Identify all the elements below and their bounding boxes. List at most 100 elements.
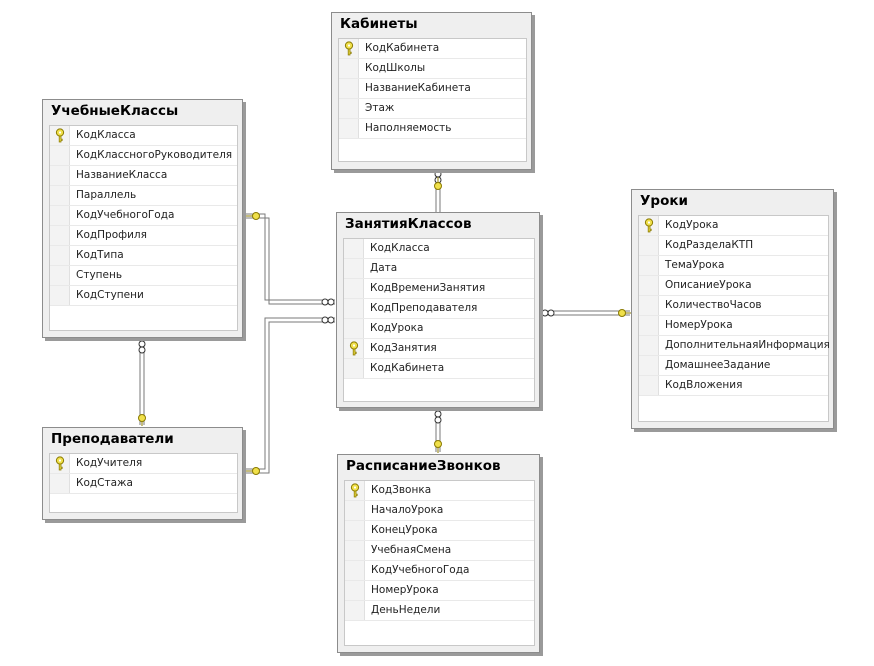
row-selector[interactable] xyxy=(345,561,365,580)
column-row[interactable]: КоличествоЧасов xyxy=(639,296,828,316)
row-selector[interactable] xyxy=(50,474,70,493)
row-selector[interactable] xyxy=(345,481,365,500)
row-selector[interactable] xyxy=(50,246,70,265)
column-row[interactable]: НомерУрока xyxy=(345,581,534,601)
column-name: КодКласса xyxy=(370,242,430,254)
row-selector[interactable] xyxy=(639,336,659,355)
rel-prepodavateli-zanyatiya xyxy=(242,317,335,474)
column-row[interactable]: КодПреподавателя xyxy=(344,299,534,319)
row-selector[interactable] xyxy=(345,501,365,520)
column-row[interactable]: КодКласса xyxy=(344,239,534,259)
row-selector[interactable] xyxy=(344,259,364,278)
column-row[interactable]: КодКлассногоРуководителя xyxy=(50,146,237,166)
column-row[interactable]: КодТипа xyxy=(50,246,237,266)
column-row[interactable]: КодЗвонка xyxy=(345,481,534,501)
key-endpoint-icon xyxy=(434,440,442,453)
column-row[interactable]: КодПрофиля xyxy=(50,226,237,246)
column-row[interactable]: КодСтажа xyxy=(50,474,237,494)
row-selector[interactable] xyxy=(50,146,70,165)
column-row[interactable]: НомерУрока xyxy=(639,316,828,336)
column-row[interactable]: КодУчебногоГода xyxy=(345,561,534,581)
row-selector[interactable] xyxy=(344,239,364,258)
row-selector[interactable] xyxy=(345,581,365,600)
row-selector[interactable] xyxy=(50,126,70,145)
column-row[interactable]: ТемаУрока xyxy=(639,256,828,276)
row-selector[interactable] xyxy=(639,236,659,255)
column-row[interactable]: КодШколы xyxy=(339,59,526,79)
row-selector[interactable] xyxy=(639,296,659,315)
key-endpoint-icon xyxy=(244,212,260,220)
column-row[interactable]: КодУрока xyxy=(344,319,534,339)
column-row[interactable]: ОписаниеУрока xyxy=(639,276,828,296)
column-name: КоличествоЧасов xyxy=(665,299,762,311)
column-name: НазваниеКласса xyxy=(76,169,168,181)
row-selector[interactable] xyxy=(345,541,365,560)
row-selector[interactable] xyxy=(344,319,364,338)
row-selector[interactable] xyxy=(639,256,659,275)
row-selector[interactable] xyxy=(639,376,659,395)
column-name: Параллель xyxy=(76,189,137,201)
row-selector[interactable] xyxy=(345,601,365,620)
row-selector[interactable] xyxy=(344,299,364,318)
column-row[interactable]: Наполняемость xyxy=(339,119,526,139)
column-row[interactable]: КодРазделаКТП xyxy=(639,236,828,256)
row-selector[interactable] xyxy=(339,59,359,78)
row-selector[interactable] xyxy=(50,206,70,225)
column-name: Наполняемость xyxy=(365,122,452,134)
row-selector[interactable] xyxy=(639,316,659,335)
column-name: КодКласса xyxy=(76,129,136,141)
column-row[interactable]: Параллель xyxy=(50,186,237,206)
column-row[interactable]: ДомашнееЗадание xyxy=(639,356,828,376)
row-selector[interactable] xyxy=(345,521,365,540)
primary-key-icon xyxy=(55,128,65,143)
row-selector[interactable] xyxy=(50,454,70,473)
column-row[interactable]: КодЗанятия xyxy=(344,339,534,359)
column-row[interactable]: КодУчителя xyxy=(50,454,237,474)
row-selector[interactable] xyxy=(50,166,70,185)
column-row[interactable]: УчебнаяСмена xyxy=(345,541,534,561)
row-selector[interactable] xyxy=(639,356,659,375)
column-name: УчебнаяСмена xyxy=(371,544,452,556)
column-row[interactable]: ДеньНедели xyxy=(345,601,534,621)
primary-key-icon xyxy=(644,218,654,233)
column-row[interactable]: КодУрока xyxy=(639,216,828,236)
column-row[interactable]: НачалоУрока xyxy=(345,501,534,521)
row-selector[interactable] xyxy=(339,119,359,138)
column-name: КодЗвонка xyxy=(371,484,432,496)
row-selector[interactable] xyxy=(50,226,70,245)
column-row[interactable]: Дата xyxy=(344,259,534,279)
row-selector[interactable] xyxy=(50,266,70,285)
rel-zanyatiya-uroki xyxy=(540,310,630,316)
primary-key-icon xyxy=(344,41,354,56)
row-selector[interactable] xyxy=(339,79,359,98)
column-row[interactable]: ДополнительнаяИнформация xyxy=(639,336,830,356)
column-row[interactable]: КодКабинета xyxy=(339,39,526,59)
row-selector[interactable] xyxy=(639,216,659,235)
row-selector[interactable] xyxy=(344,339,364,358)
row-selector[interactable] xyxy=(50,286,70,305)
column-row[interactable]: КодКласса xyxy=(50,126,237,146)
column-row[interactable]: КодВремениЗанятия xyxy=(344,279,534,299)
column-row[interactable]: НазваниеКласса xyxy=(50,166,237,186)
column-row[interactable]: НазваниеКабинета xyxy=(339,79,526,99)
column-row[interactable]: КодУчебногоГода xyxy=(50,206,237,226)
column-row[interactable]: Этаж xyxy=(339,99,526,119)
column-row[interactable]: КодСтупени xyxy=(50,286,237,306)
row-selector[interactable] xyxy=(344,359,364,378)
column-name: КодУрока xyxy=(665,219,719,231)
row-selector[interactable] xyxy=(50,186,70,205)
column-row[interactable]: КонецУрока xyxy=(345,521,534,541)
column-row[interactable]: КодКабинета xyxy=(344,359,534,379)
column-row[interactable]: КодВложения xyxy=(639,376,828,396)
row-selector[interactable] xyxy=(639,276,659,295)
column-row[interactable]: Ступень xyxy=(50,266,237,286)
row-selector[interactable] xyxy=(339,39,359,58)
row-selector[interactable] xyxy=(344,279,364,298)
row-selector[interactable] xyxy=(339,99,359,118)
